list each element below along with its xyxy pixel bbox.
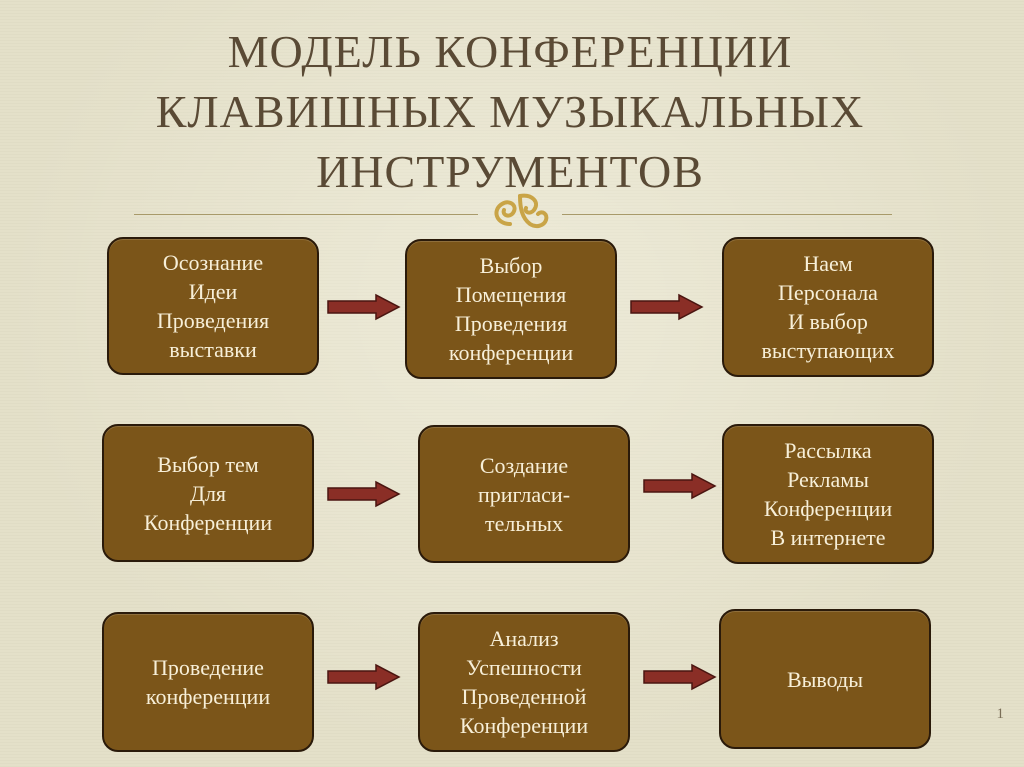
node-text: Выбор тем (157, 451, 259, 477)
page-number: 1 (996, 706, 1005, 722)
node-text: Проведение (152, 655, 264, 680)
divider-right (562, 214, 892, 215)
node-text: Конференции (459, 713, 589, 738)
arrow-right-icon (327, 663, 401, 691)
arrow-right-icon (643, 472, 717, 500)
node-text: В интернете (770, 525, 886, 550)
node-text: Осознание (162, 250, 264, 275)
slide-title: МОДЕЛЬ КОНФЕРЕНЦИИ КЛАВИШНЫХ МУЗЫКАЛЬНЫХ… (60, 22, 960, 202)
node-text: Выбор (479, 253, 543, 278)
arrow-right-icon (630, 293, 704, 321)
node-text: выставки (169, 337, 257, 362)
title-line-2: КЛАВИШНЫХ МУЗЫКАЛЬНЫХ (155, 86, 865, 137)
node-conference-holding: Проведение конференции (102, 612, 314, 752)
node-conclusions: Выводы (719, 609, 931, 749)
node-text: Для (189, 480, 227, 506)
title-line-3: ИНСТРУМЕНТОВ (316, 146, 704, 197)
node-text: Выводы (786, 666, 864, 692)
node-topic-choice: Выбор тем Для Конференции (102, 424, 314, 562)
node-text: Помещения (455, 282, 567, 307)
node-text: Персонала (778, 280, 878, 305)
node-text: тельных (485, 510, 563, 536)
swirl-ornament-icon (494, 193, 549, 229)
node-awareness: Осознание Идеи Проведения выставки (107, 237, 319, 375)
title-line-1: МОДЕЛЬ КОНФЕРЕНЦИИ (227, 26, 793, 77)
node-invitations: Создание пригласи- тельных (418, 425, 630, 563)
node-venue-choice: Выбор Помещения Проведения конференции (405, 239, 617, 379)
arrow-right-icon (327, 293, 401, 321)
node-text: Создание (479, 452, 569, 478)
node-text: Рассылка (784, 438, 872, 463)
node-staff-hiring: Наем Персонала И выбор выступающих (722, 237, 934, 377)
node-text: конференции (448, 340, 574, 365)
node-text: Проведения (156, 308, 270, 333)
node-text: Проведения (454, 311, 568, 336)
node-text: Конференции (143, 509, 273, 535)
node-text: И выбор (788, 309, 868, 334)
node-text: Успешности (466, 655, 582, 680)
node-text: Конференции (763, 496, 893, 521)
arrow-right-icon (327, 480, 401, 508)
node-text: Рекламы (787, 467, 869, 492)
node-advertising: Рассылка Рекламы Конференции В интернете (722, 424, 934, 564)
node-text: выступающих (761, 338, 895, 363)
node-text: пригласи- (477, 481, 571, 507)
node-text: Анализ (489, 626, 559, 651)
node-text: Проведенной (461, 684, 587, 709)
node-text: конференции (145, 684, 271, 709)
node-success-analysis: Анализ Успешности Проведенной Конференци… (418, 612, 630, 752)
divider-left (134, 214, 478, 215)
node-text: Наем (803, 251, 853, 276)
node-text: Идеи (188, 279, 238, 304)
arrow-right-icon (643, 663, 717, 691)
